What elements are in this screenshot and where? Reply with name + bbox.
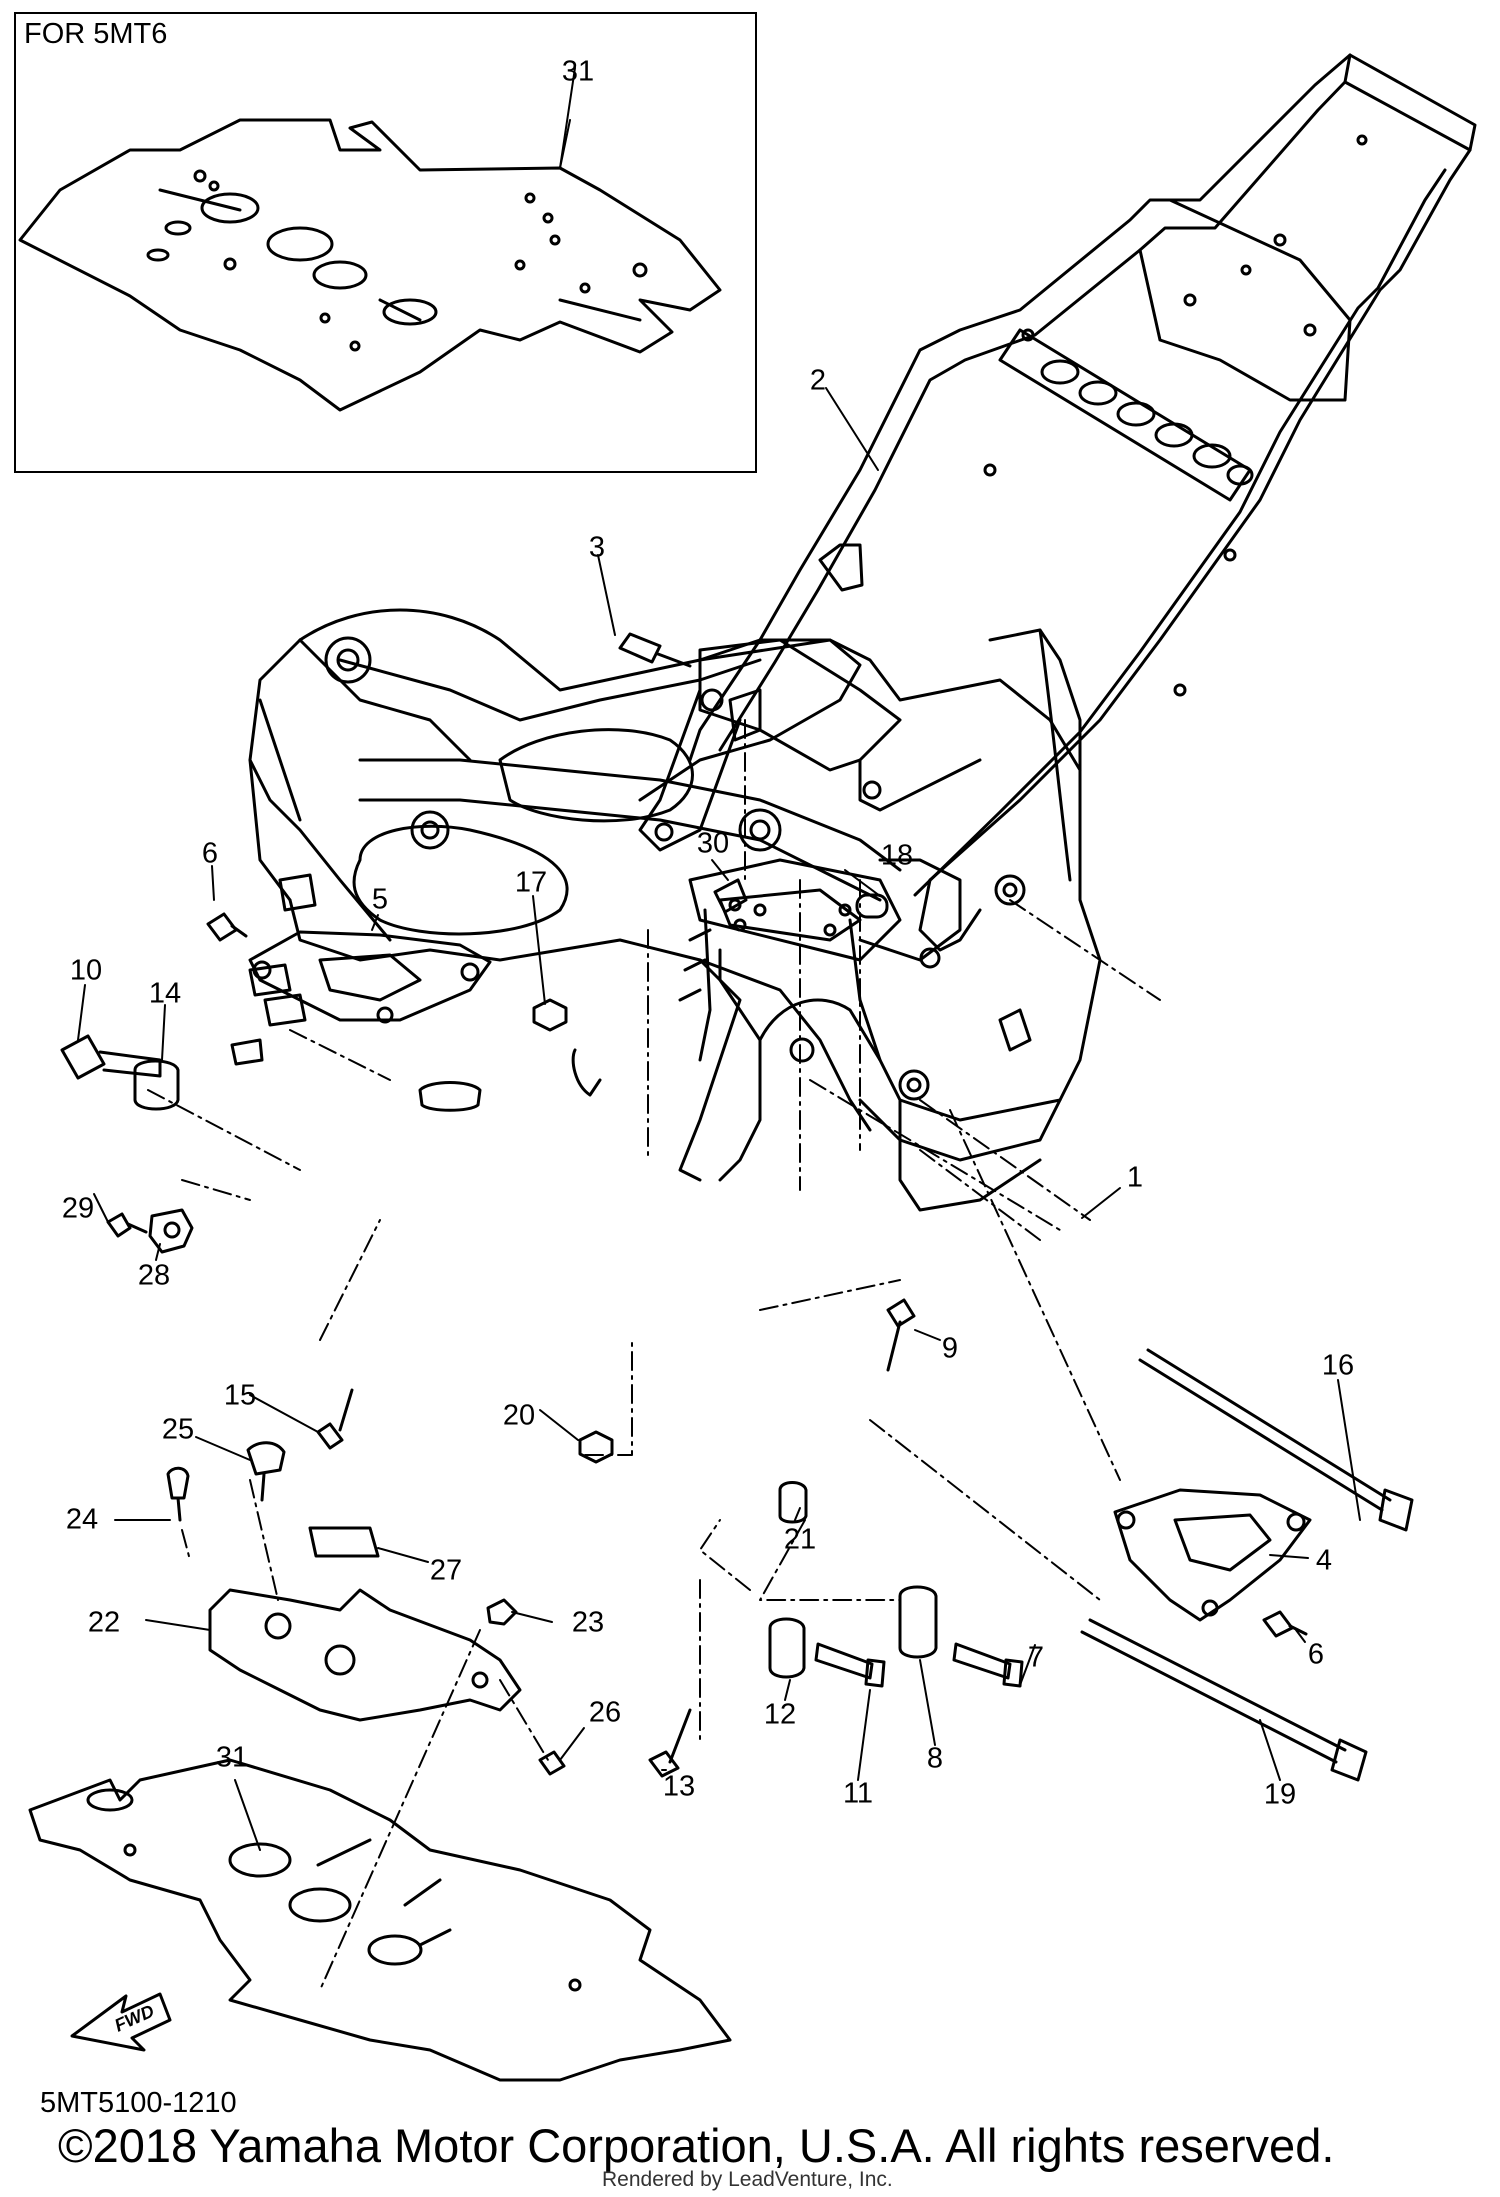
callout-1: 1 bbox=[1126, 1161, 1144, 1194]
assembly-centerlines bbox=[147, 719, 1161, 1991]
callout-6-upper: 6 bbox=[201, 837, 219, 870]
fwd-arrow-icon: FWD bbox=[70, 1992, 172, 2052]
callout-21: 21 bbox=[783, 1523, 817, 1556]
callout-29: 29 bbox=[61, 1192, 95, 1225]
callout-31-main: 31 bbox=[215, 1741, 249, 1774]
callout-16: 16 bbox=[1321, 1349, 1355, 1382]
callout-28: 28 bbox=[137, 1259, 171, 1292]
callout-8: 8 bbox=[926, 1742, 944, 1775]
callout-4: 4 bbox=[1315, 1544, 1333, 1577]
callout-12: 12 bbox=[763, 1698, 797, 1731]
diagram-code: 5MT5100-1210 bbox=[40, 2087, 237, 2119]
callout-30: 30 bbox=[696, 827, 730, 860]
inset-underguard-drawing bbox=[18, 118, 722, 412]
callout-25: 25 bbox=[161, 1413, 195, 1446]
callout-11: 11 bbox=[842, 1777, 874, 1810]
callout-27: 27 bbox=[429, 1554, 463, 1587]
rear-subframe-drawing bbox=[638, 53, 1477, 969]
callout-10: 10 bbox=[69, 954, 103, 987]
callout-24: 24 bbox=[65, 1503, 99, 1536]
callout-9: 9 bbox=[941, 1332, 959, 1365]
callout-31-inset: 31 bbox=[561, 55, 595, 88]
inset-box bbox=[14, 12, 757, 473]
inset-title: FOR 5MT6 bbox=[24, 18, 168, 50]
rendered-by-credit: Rendered by LeadVenture, Inc. bbox=[602, 2168, 893, 2191]
callout-23: 23 bbox=[571, 1606, 605, 1639]
callout-22: 22 bbox=[87, 1606, 121, 1639]
callout-26: 26 bbox=[588, 1696, 622, 1729]
hardware-drawing bbox=[28, 632, 1414, 2082]
callout-14: 14 bbox=[148, 977, 182, 1010]
callout-18: 18 bbox=[880, 839, 914, 872]
callout-20: 20 bbox=[502, 1399, 536, 1432]
callout-13: 13 bbox=[662, 1770, 696, 1803]
callout-6-lower: 6 bbox=[1307, 1638, 1325, 1671]
callout-19: 19 bbox=[1263, 1778, 1297, 1811]
callout-15: 15 bbox=[223, 1379, 257, 1412]
callout-3: 3 bbox=[588, 531, 606, 564]
callout-5: 5 bbox=[371, 883, 389, 916]
copyright-notice: ©2018 Yamaha Motor Corporation, U.S.A. A… bbox=[58, 2119, 1335, 2172]
callout-17: 17 bbox=[514, 866, 548, 899]
callout-7: 7 bbox=[1027, 1641, 1045, 1674]
main-frame-drawing bbox=[230, 543, 1102, 1212]
callout-2: 2 bbox=[809, 364, 827, 397]
callout-leader-lines bbox=[77, 67, 1361, 1851]
